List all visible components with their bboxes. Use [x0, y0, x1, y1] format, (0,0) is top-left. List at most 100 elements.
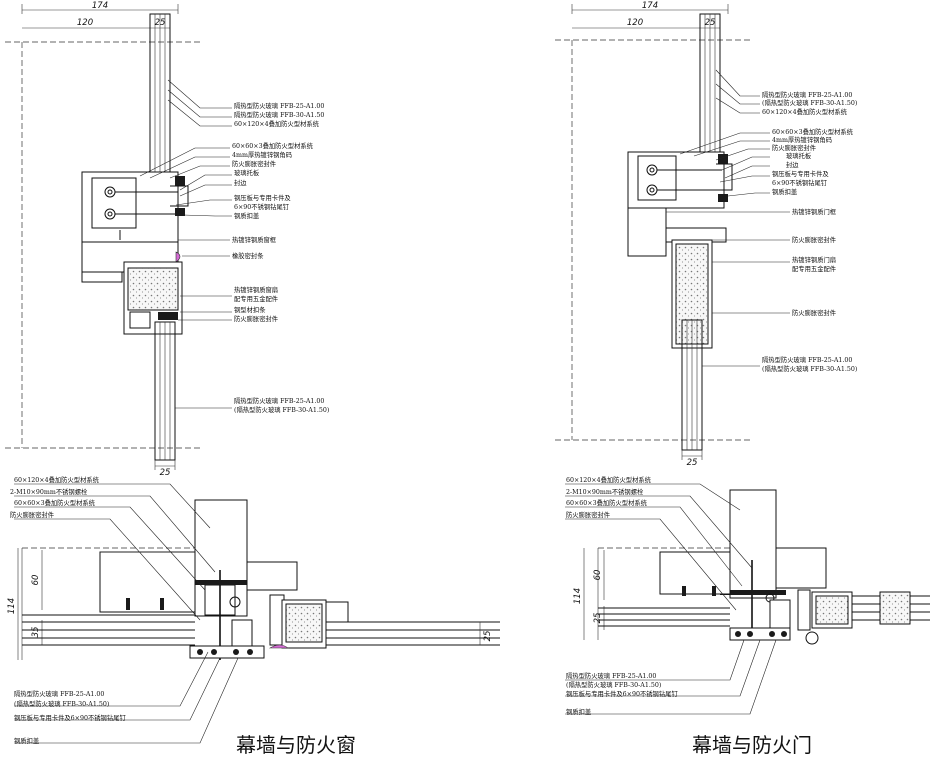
right-dim-25-bottom: 25: [681, 450, 703, 468]
left-el-label-6: 防火膨胀密封件: [232, 159, 276, 168]
right-dim-120-text: 120: [627, 18, 643, 28]
left-plan-label-3: 60×60×3叠加防火型材系统: [14, 498, 96, 507]
left-el-label-1: 隔热型防火玻璃 FFB-25-A1.00: [234, 101, 324, 110]
right-el-label-9: 钢压板与专用卡件及: [772, 169, 829, 178]
left-el-label-17: 防火膨胀密封件: [234, 314, 278, 323]
left-el-label-2: 隔热型防火玻璃 FFB-30-A1.50: [234, 110, 324, 119]
right-el-label-18: (隔热型防火玻璃 FFB-30-A1.50): [762, 364, 857, 373]
left-plan-label-5: 隔热型防火玻璃 FFB-25-A1.00: [14, 689, 104, 698]
left-elevation-labels: 隔热型防火玻璃 FFB-25-A1.00 隔热型防火玻璃 FFB-30-A1.5…: [232, 101, 329, 414]
right-el-label-8: 封边: [786, 160, 799, 169]
left-dim-174-text: 174: [92, 1, 108, 11]
right-plan-section: 114 60 25: [565, 483, 930, 715]
right-plan-label-1: 60×120×4叠加防火型材系统: [566, 475, 652, 484]
left-dim-120: 120: [22, 18, 151, 32]
left-plan-dim-25: 25: [479, 622, 493, 645]
left-plan-label-7: 钢压板与专用卡件及6×90不锈钢钻尾钉: [14, 713, 126, 722]
right-door-frame: [627, 207, 727, 257]
left-el-label-3: 60×120×4叠加防火型材系统: [234, 119, 320, 128]
left-plan-window: [246, 561, 500, 649]
left-plan-mullion: [184, 499, 258, 660]
left-dim-25-bottom-text: 25: [160, 468, 171, 478]
right-plan-glass: [598, 551, 731, 627]
right-plan-label-4: 防火膨胀密封件: [566, 510, 610, 519]
right-plan-dim-114-text: 114: [573, 588, 583, 604]
right-dim-174-text: 174: [642, 1, 658, 11]
right-plan-labels: 60×120×4叠加防火型材系统 2-M10×90mm不锈钢螺栓 60×60×3…: [566, 475, 678, 716]
right-plan-door: [775, 547, 930, 645]
right-lower-glass: [681, 319, 703, 451]
left-el-label-10: 6×90不锈钢钻尾钉: [234, 202, 290, 211]
left-el-label-9: 钢压板与专用卡件及: [234, 193, 291, 202]
left-plan-dim-25-text: 25: [483, 631, 493, 642]
left-plan-section: 114 60 35: [7, 483, 500, 744]
left-el-label-15: 配专用五金配件: [234, 294, 278, 303]
right-plan-label-8: 钢质扣盖: [566, 707, 592, 716]
left-plan-dim-114-text: 114: [7, 598, 17, 614]
left-dim-120-text: 120: [77, 18, 93, 28]
right-el-label-10: 6×90不锈钢钻尾钉: [772, 178, 828, 187]
right-elevation-section: 174 120 25: [555, 1, 790, 468]
left-plan-dim-114: 114 60 35: [7, 548, 43, 660]
right-el-label-1: 隔热型防火玻璃 FFB-25-A1.00: [762, 90, 852, 99]
left-el-label-7: 玻璃托板: [234, 168, 260, 177]
right-plan-label-6: (隔热型防火玻璃 FFB-30-A1.50): [566, 680, 661, 689]
left-window-sash: [123, 261, 183, 335]
right-el-label-12: 热镀锌钢质门框: [792, 207, 837, 216]
left-el-label-12: 热镀锌钢质窗框: [232, 235, 277, 244]
left-el-label-13: 橡胶密封条: [232, 251, 264, 260]
left-plan-cap: [189, 645, 265, 659]
left-dim-25-bottom: 25: [154, 460, 176, 478]
left-plan-label-1: 60×120×4叠加防火型材系统: [14, 475, 100, 484]
left-el-label-11: 钢质扣盖: [234, 211, 260, 220]
right-elevation-leaders: [666, 69, 790, 367]
left-plan-dim-60-text: 60: [31, 575, 41, 586]
right-el-label-17: 隔热型防火玻璃 FFB-25-A1.00: [762, 355, 852, 364]
right-el-label-14: 热镀锌钢质门扇: [792, 255, 836, 264]
left-plan-labels: 60×120×4叠加防火型材系统 2-M10×90mm不锈钢螺栓 60×60×3…: [10, 475, 126, 745]
left-el-label-5: 4mm厚热镀锌钢角码: [232, 150, 292, 159]
left-plan-leaders: [14, 483, 239, 744]
right-el-label-11: 钢质扣盖: [772, 187, 798, 196]
right-plan-label-7: 钢压板与专用卡件及6×90不锈钢钻尾钉: [566, 689, 678, 698]
left-elevation-leaders: [139, 79, 232, 409]
right-elevation-labels: 隔热型防火玻璃 FFB-25-A1.00 (隔热型防火玻璃 FFB-30-A1.…: [762, 90, 857, 373]
right-el-label-7: 玻璃托板: [786, 151, 812, 160]
left-el-label-14: 热镀锌钢质窗扇: [234, 285, 278, 294]
right-el-label-6: 防火膨胀密封件: [772, 143, 816, 152]
left-upper-glass: [149, 13, 171, 175]
right-plan-dim-25-text: 25: [593, 613, 603, 624]
left-plan-label-6: (隔热型防火玻璃 FFB-30-A1.50): [14, 699, 109, 708]
left-dim-174: 174: [21, 1, 179, 14]
right-upper-glass: [699, 13, 721, 155]
right-el-label-2: (隔热型防火玻璃 FFB-30-A1.50): [762, 98, 857, 107]
left-plan-label-4: 防火膨胀密封件: [10, 510, 54, 519]
right-transom-frame: [627, 151, 733, 209]
right-el-label-16: 防火膨胀密封件: [792, 308, 836, 317]
right-el-label-5: 4mm厚热镀锌钢角码: [772, 135, 832, 144]
left-transom-frame: [81, 171, 189, 243]
left-el-label-8: 封边: [234, 178, 247, 187]
right-door-leaf: [671, 239, 713, 349]
right-el-label-15: 配专用五金配件: [792, 264, 836, 273]
left-el-label-4: 60×60×3叠加防火型材系统: [232, 141, 314, 150]
right-el-label-4: 60×60×3叠加防火型材系统: [772, 127, 854, 136]
left-el-label-18: 隔热型防火玻璃 FFB-25-A1.00: [234, 396, 324, 405]
right-plan-cap: [729, 627, 791, 641]
right-dim-25-bottom-text: 25: [687, 458, 698, 468]
left-plan-label-2: 2-M10×90mm不锈钢螺栓: [10, 487, 88, 496]
right-plan-label-2: 2-M10×90mm不锈钢螺栓: [566, 487, 644, 496]
left-elevation-section: 174 120 25: [5, 1, 232, 478]
left-el-label-19: (隔热型防火玻璃 FFB-30-A1.50): [234, 405, 329, 414]
right-plan-leaders: [565, 483, 777, 715]
right-el-label-3: 60×120×4叠加防火型材系统: [762, 107, 848, 116]
right-plan-dim-60-text: 60: [593, 570, 603, 581]
right-plan-label-5: 隔热型防火玻璃 FFB-25-A1.00: [566, 671, 656, 680]
left-el-label-16: 钢型材扣条: [234, 305, 266, 314]
right-plan-dims: 114 60 25: [573, 548, 605, 640]
left-lower-glass: [154, 321, 176, 461]
right-title: 幕墙与防火门: [692, 733, 812, 757]
right-plan-label-3: 60×60×3叠加防火型材系统: [566, 498, 648, 507]
left-plan-glass: [22, 551, 196, 646]
